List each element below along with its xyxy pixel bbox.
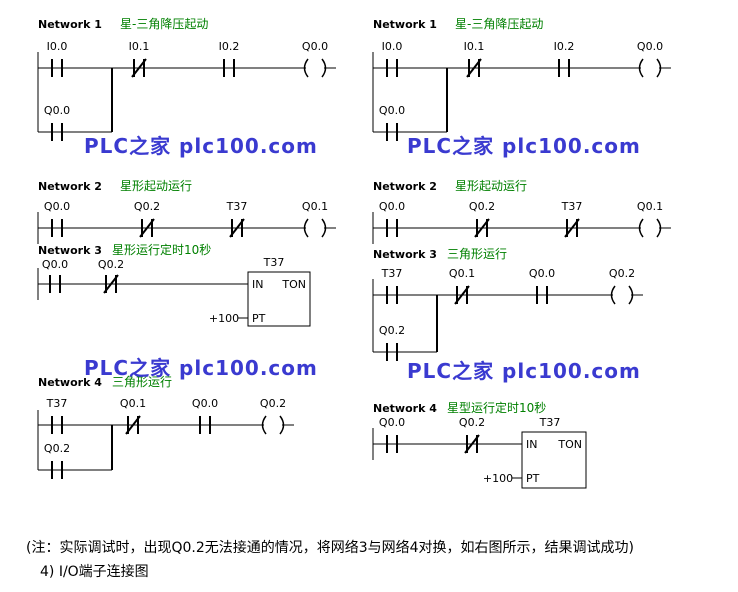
network-label: Network 2 — [373, 180, 437, 193]
watermark-text: PLC之家 plc100.com — [407, 134, 641, 158]
network-title: 星形起动运行 — [120, 179, 192, 193]
ladder-network-right-1: Network 1 星-三角降压起动 I0.0 I0.1 I0.2 Q0.0 Q… — [372, 17, 671, 142]
ladder-network-right-4: Network 4 星型运行定时10秒 Q0.0 Q0.2 T37 IN TON… — [372, 400, 587, 489]
contact-nc-symbol — [466, 58, 482, 78]
contact-label: Q0.0 — [529, 267, 555, 280]
coil-label: Q0.2 — [260, 397, 286, 410]
timer-label: T37 — [539, 416, 561, 429]
contact-label: T37 — [561, 200, 583, 213]
contact-label: Q0.1 — [449, 267, 475, 280]
network-title: 三角形运行 — [112, 375, 172, 389]
contact-label: Q0.0 — [379, 200, 405, 213]
contact-label: I0.1 — [464, 40, 485, 53]
timer-in-label: IN — [252, 278, 263, 291]
coil-symbol — [261, 415, 285, 435]
timer-box — [521, 431, 587, 489]
contact-nc-symbol — [454, 285, 470, 305]
contact-label: I0.2 — [219, 40, 240, 53]
timer-label: T37 — [263, 256, 285, 269]
network-title: 星-三角降压起动 — [120, 17, 208, 31]
contact-label: Q0.2 — [459, 416, 485, 429]
contact-label: Q0.1 — [120, 397, 146, 410]
contact-nc-symbol — [131, 58, 147, 78]
timer-in-label: IN — [526, 438, 537, 451]
coil-symbol — [638, 218, 662, 238]
timer-preset-value: +100 — [209, 312, 239, 325]
watermark-text: PLC之家 plc100.com — [84, 356, 318, 380]
contact-label: I0.0 — [47, 40, 68, 53]
ladder-network-left-2: Network 2 星形起动运行 Q0.0 Q0.2 T37 Q0.1 — [37, 179, 336, 244]
contact-nc-symbol — [474, 218, 490, 238]
note-section-heading: 4) I/O端子连接图 — [40, 564, 149, 580]
timer-box — [247, 271, 311, 327]
coil-symbol — [610, 285, 634, 305]
ladder-network-left-3: Network 3 星形运行定时10秒 Q0.0 Q0.2 T37 IN TON… — [37, 242, 311, 327]
coil-label: Q0.0 — [302, 40, 328, 53]
coil-symbol — [638, 58, 662, 78]
network-label: Network 4 — [38, 376, 102, 389]
contact-label: Q0.2 — [134, 200, 160, 213]
contact-label: I0.2 — [554, 40, 575, 53]
network-title: 星形运行定时10秒 — [112, 242, 211, 257]
coil-label: Q0.0 — [637, 40, 663, 53]
contact-label: Q0.0 — [42, 258, 68, 271]
contact-label: Q0.2 — [98, 258, 124, 271]
network-title: 三角形运行 — [447, 247, 507, 261]
network-label: Network 3 — [373, 248, 437, 261]
timer-preset-value: +100 — [483, 472, 513, 485]
network-label: Network 4 — [373, 402, 437, 415]
ladder-network-left-1: Network 1 星-三角降压起动 I0.0 I0.1 I0.2 Q0.0 Q… — [37, 17, 336, 142]
network-label: Network 1 — [373, 18, 437, 31]
contact-label: T37 — [46, 397, 68, 410]
contact-nc-symbol — [229, 218, 245, 238]
coil-label: Q0.1 — [637, 200, 663, 213]
contact-label: Q0.0 — [192, 397, 218, 410]
contact-label: Q0.2 — [44, 442, 70, 455]
contact-nc-symbol — [139, 218, 155, 238]
network-title: 星形起动运行 — [455, 179, 527, 193]
contact-label: T37 — [226, 200, 248, 213]
contact-nc-symbol — [103, 274, 119, 294]
watermark-text: PLC之家 plc100.com — [84, 134, 318, 158]
contact-nc-symbol — [564, 218, 580, 238]
timer-type-label: TON — [557, 438, 582, 451]
network-title: 星-三角降压起动 — [455, 17, 543, 31]
coil-label: Q0.1 — [302, 200, 328, 213]
network-label: Network 2 — [38, 180, 102, 193]
contact-label: Q0.2 — [469, 200, 495, 213]
watermark-text: PLC之家 plc100.com — [407, 359, 641, 383]
contact-label: I0.0 — [382, 40, 403, 53]
network-title: 星型运行定时10秒 — [447, 400, 546, 415]
coil-symbol — [303, 58, 327, 78]
contact-label: Q0.2 — [379, 324, 405, 337]
note-debug-remark: (注：实际调试时，出现Q0.2无法接通的情况，将网络3与网络4对换，如右图所示，… — [26, 540, 635, 556]
timer-pt-label: PT — [526, 472, 540, 485]
coil-label: Q0.2 — [609, 267, 635, 280]
contact-label: Q0.0 — [379, 416, 405, 429]
coil-symbol — [303, 218, 327, 238]
contact-label: I0.1 — [129, 40, 150, 53]
contact-label: Q0.0 — [379, 104, 405, 117]
contact-nc-symbol — [125, 415, 141, 435]
contact-label: T37 — [381, 267, 403, 280]
network-label: Network 3 — [38, 244, 102, 257]
ladder-network-left-4: Network 4 三角形运行 T37 Q0.1 Q0.0 Q0.2 Q0.2 — [37, 375, 294, 480]
contact-label: Q0.0 — [44, 200, 70, 213]
network-label: Network 1 — [38, 18, 102, 31]
ladder-network-right-2: Network 2 星形起动运行 Q0.0 Q0.2 T37 Q0.1 — [372, 179, 671, 244]
ladder-network-right-3: Network 3 三角形运行 T37 Q0.1 Q0.0 Q0.2 Q0.2 — [372, 247, 643, 362]
contact-nc-symbol — [464, 434, 480, 454]
timer-type-label: TON — [281, 278, 306, 291]
contact-label: Q0.0 — [44, 104, 70, 117]
timer-pt-label: PT — [252, 312, 266, 325]
